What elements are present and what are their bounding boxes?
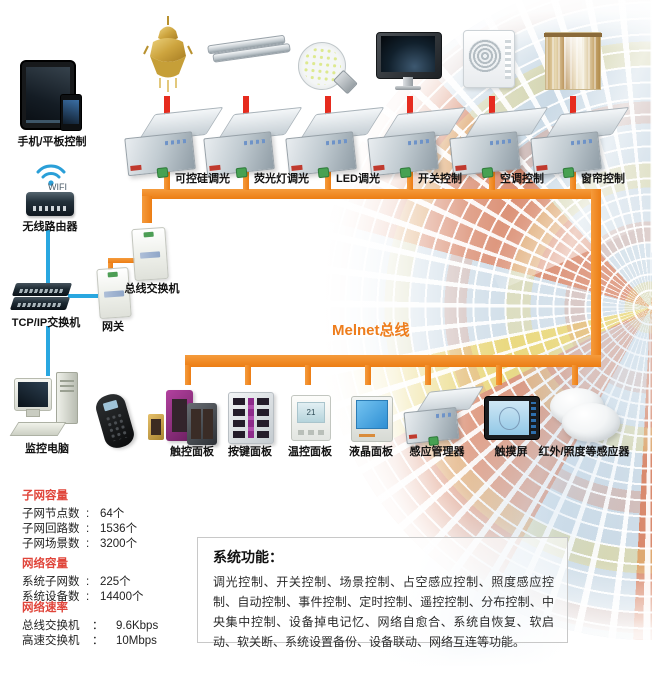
bus-drop [365,365,371,385]
motion-sensor-icon [562,403,620,442]
bus-drop [425,365,431,385]
thermostat-reading: 21 [297,402,325,423]
ethernet-link [46,326,50,376]
sensor-manager-label: 感应管理器 [409,446,465,458]
network-capacity-block: 网络容量 系统子网数:225个 系统设备数:14400个 [22,555,143,605]
touch-panel-icon [187,403,217,445]
specs-heading: 子网容量 [22,490,68,502]
led-spotlight-icon [295,39,349,93]
sensor-manager-icon [401,386,484,446]
din-module-icon [201,107,304,179]
din-module-icon [365,107,468,179]
module-label: 荧光灯调光 [254,173,309,185]
tcpip-switch-label: TCP/IP交换机 [11,317,81,329]
bus-drop [572,365,578,385]
bus-drop [496,365,502,385]
bus-right-bar [591,189,601,367]
bus-switch-label: 总线交换机 [124,283,180,295]
keypad-panel-icon [228,392,274,444]
tcpip-switch-icon [9,297,71,310]
chandelier-icon [142,16,194,99]
bus-name-label: Melnet总线 [332,322,410,339]
din-module-icon [283,107,386,179]
bus-drop [245,365,251,385]
din-module-icon [528,107,631,179]
network-speed-block: 网络速率 总线交换机：9.6Kbps 高速交换机：10Mbps [22,599,158,649]
keypad-panel-label: 按键面板 [228,446,272,458]
wireless-router-icon [26,192,74,216]
bus-drop [305,365,311,385]
module-label: LED调光 [336,173,380,185]
din-module-icon [122,107,225,179]
thermostat-panel-icon: 21 [291,395,331,441]
spec-row: 子网场景数:3200个 [22,538,138,550]
touch-panel-label: 触控面板 [170,446,214,458]
bus-drop [185,365,191,385]
specs-heading: 网络容量 [22,558,68,570]
din-module-icon [447,107,550,179]
thermostat-panel-label: 温控面板 [288,446,332,458]
touchscreen-icon [484,396,540,440]
touch-panel-icon [148,414,164,440]
module-label: 窗帘控制 [581,173,625,185]
gateway-label: 网关 [102,321,124,333]
phone-icon [60,94,82,131]
curtain-icon [544,32,602,90]
ethernet-link [46,230,50,284]
fluorescent-lamp-icon [207,34,291,64]
spec-row: 子网节点数:64个 [22,508,125,520]
bus-left-corner [142,196,152,223]
system-functions-body: 调光控制、开关控制、场景控制、占空感应控制、照度感应控制、自动控制、事件控制、定… [213,575,554,649]
system-functions-heading: 系统功能： [213,549,283,565]
specs-heading: 网络速率 [22,602,68,614]
wifi-label: WIFI [48,182,67,192]
phone-tablet-label: 手机/平板控制 [17,136,87,148]
remote-control-icon [93,390,137,452]
lcd-panel-icon [351,396,393,442]
bus-top-bar [142,189,601,199]
spec-row: 子网回路数:1536个 [22,523,138,535]
monitoring-pc-label: 监控电脑 [25,443,69,455]
ethernet-link [68,294,98,298]
spec-row: 总线交换机：9.6Kbps [22,620,159,632]
module-label: 开关控制 [418,173,462,185]
lcd-panel-label: 液晶面板 [349,446,393,458]
air-conditioner-icon [463,30,515,88]
tv-icon [376,32,442,92]
spec-row: 系统子网数:225个 [22,576,131,588]
system-functions-box: 系统功能： 调光控制、开关控制、场景控制、占空感应控制、照度感应控制、自动控制、… [197,537,568,649]
tcpip-switch-icon [11,283,73,296]
subnet-capacity-block: 子网容量 子网节点数:64个 子网回路数:1536个 子网场景数:3200个 [22,487,137,552]
router-label: 无线路由器 [22,221,78,233]
spec-row: 高速交换机：10Mbps [22,635,157,647]
bus-switch-icon [131,226,169,282]
touchscreen-label: 触摸屏 [494,446,528,458]
sensors-label: 红外/照度等感应器 [538,446,630,458]
module-label: 空调控制 [500,173,544,185]
monitoring-computer-icon [9,372,82,438]
module-label: 可控硅调光 [175,173,230,185]
